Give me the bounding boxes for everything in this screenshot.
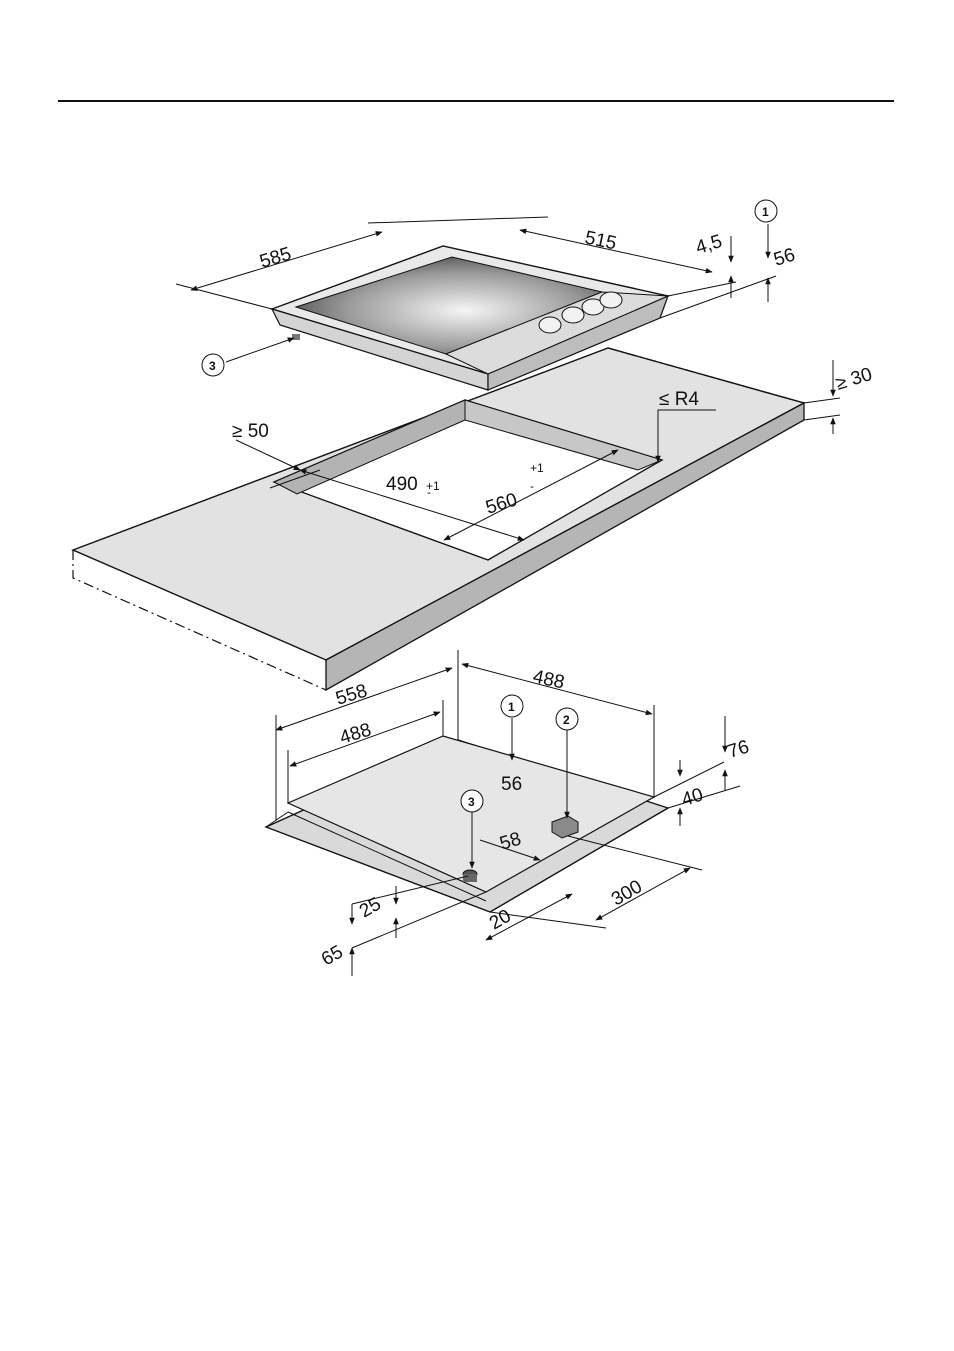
dim-40: 40 (679, 785, 705, 811)
dim-cut-depth-tol2: - (427, 485, 431, 499)
dim-56-bottom: 56 (501, 774, 522, 795)
dim-585: 585 (257, 243, 293, 272)
hob-foot (292, 334, 300, 340)
dim-558: 558 (333, 680, 369, 709)
knob (600, 292, 622, 308)
dim-thickness: ≥ 30 (833, 364, 874, 395)
cable-gland-body (463, 874, 477, 882)
svg-text:1: 1 (762, 205, 769, 219)
callout-1-top: 1 (755, 200, 777, 222)
svg-text:3: 3 (468, 795, 475, 809)
dim-488-left: 488 (337, 719, 373, 748)
dim-56-top: 56 (771, 245, 797, 271)
svg-text:1: 1 (508, 700, 515, 714)
callout-1-bottom: 1 (501, 695, 523, 717)
base-inner-body (288, 736, 654, 892)
dim-cut-width-tol: +1 (530, 461, 544, 475)
dim-515: 515 (583, 227, 618, 254)
knob (562, 307, 584, 323)
dim-cut-depth: 490 (386, 474, 418, 495)
dim-front-gap: ≥ 50 (232, 421, 269, 442)
knob (539, 317, 561, 333)
dim-cut-width-tol2: - (530, 479, 534, 493)
dim-radius: ≤ R4 (659, 389, 699, 410)
svg-text:3: 3 (209, 359, 216, 373)
dim-25: 25 (356, 894, 385, 923)
dim-4-5: 4,5 (693, 231, 724, 259)
dim-488-right: 488 (531, 666, 566, 693)
svg-text:2: 2 (563, 713, 570, 727)
base-unit (266, 736, 668, 912)
dim-300: 300 (608, 876, 646, 910)
callout-2-bottom: 2 (556, 708, 578, 730)
callout-3-bottom: 3 (461, 790, 483, 812)
dim-65: 65 (318, 942, 347, 971)
callout-3-top: 3 (202, 354, 224, 376)
dim-76: 76 (725, 737, 751, 763)
